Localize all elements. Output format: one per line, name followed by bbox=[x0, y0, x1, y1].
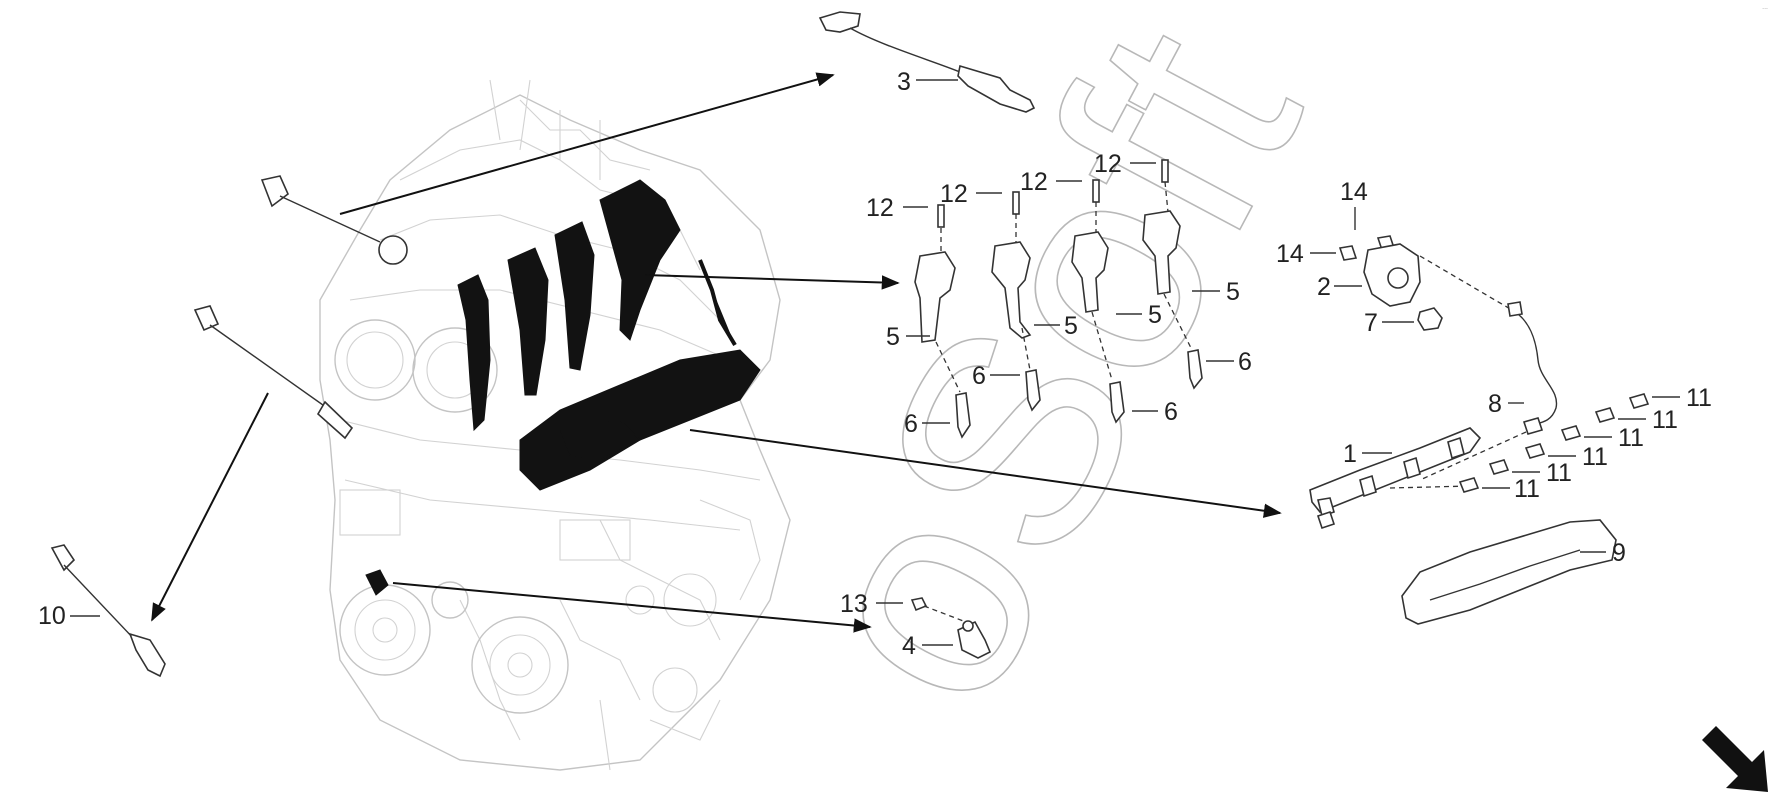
part-11-bolt-a bbox=[1628, 393, 1650, 409]
callout-14-a: 14 bbox=[1340, 178, 1368, 206]
part-13-bolt bbox=[910, 597, 967, 623]
document-code: ... bbox=[1762, 4, 1768, 11]
sensor-middle-left bbox=[193, 305, 354, 440]
ignition-coil-installed-2 bbox=[507, 247, 549, 396]
callout-6-a: 6 bbox=[904, 410, 918, 438]
callout-1: 1 bbox=[1343, 440, 1357, 468]
pointer-arrow-to-4 bbox=[392, 582, 872, 633]
part-6-spark-plug-c bbox=[1109, 381, 1125, 424]
part-11-bolt-d bbox=[1524, 443, 1546, 459]
part-11-bolt-e bbox=[1488, 459, 1510, 475]
pointer-arrow-to-coils bbox=[644, 274, 900, 290]
arrow-down-right-icon[interactable] bbox=[1702, 726, 1768, 792]
ignition-coil-installed-3 bbox=[554, 221, 595, 371]
part-5-ignition-coil-d bbox=[1142, 210, 1193, 351]
part-7-bushing bbox=[1417, 307, 1443, 331]
part-5-ignition-coil-a bbox=[914, 251, 961, 393]
ignition-coil-installed-4 bbox=[599, 179, 681, 341]
part-9-fuel-rail-cover bbox=[1401, 519, 1617, 625]
part-12-bolt-d bbox=[1161, 159, 1169, 213]
callout-5-a: 5 bbox=[886, 323, 900, 351]
callout-12-a: 12 bbox=[866, 194, 894, 222]
part-11-bolt-f bbox=[1458, 477, 1480, 493]
fuel-rail-installed bbox=[559, 419, 641, 461]
part-1-fuel-rail bbox=[1309, 427, 1482, 530]
part-2-high-pressure-fuel-pump bbox=[1363, 243, 1421, 307]
part-10-oxygen-sensor bbox=[50, 544, 166, 678]
ignition-coil-installed-1 bbox=[457, 274, 491, 432]
callout-10: 10 bbox=[38, 602, 66, 630]
callout-4: 4 bbox=[902, 632, 916, 660]
callout-6-b: 6 bbox=[972, 362, 986, 390]
callout-12-b: 12 bbox=[940, 180, 968, 208]
callout-14-b: 14 bbox=[1276, 240, 1304, 268]
callout-11-e: 11 bbox=[1546, 459, 1572, 487]
callout-9: 9 bbox=[1612, 539, 1626, 567]
part-5-ignition-coil-c bbox=[1071, 231, 1113, 381]
sensor-upper-left bbox=[260, 175, 408, 265]
part-8-fuel-line bbox=[1419, 255, 1558, 481]
fuel-rail-cover-installed bbox=[519, 349, 761, 491]
part-11-bolt-c bbox=[1560, 425, 1582, 441]
engine-assembly bbox=[319, 79, 791, 771]
part-5-ignition-coil-b bbox=[991, 241, 1032, 371]
pointer-arrow-to-fuel-rail bbox=[689, 429, 1282, 518]
callout-11-d: 11 bbox=[1582, 443, 1608, 471]
callout-11-b: 11 bbox=[1652, 406, 1678, 434]
engine-highlighted-parts bbox=[365, 179, 761, 596]
callout-11-a: 11 bbox=[1686, 384, 1712, 412]
callout-7: 7 bbox=[1364, 309, 1378, 337]
part-12-bolt-c bbox=[1092, 179, 1100, 232]
callout-5-c: 5 bbox=[1148, 301, 1162, 329]
part-12-bolt-a bbox=[937, 204, 945, 254]
part-4-crankshaft-sensor bbox=[957, 620, 992, 659]
callout-6-c: 6 bbox=[1164, 398, 1178, 426]
watermark: oSoft bbox=[737, 0, 1363, 754]
callout-8: 8 bbox=[1488, 390, 1502, 418]
crank-sensor-installed bbox=[365, 569, 389, 596]
callout-3: 3 bbox=[897, 68, 911, 96]
callout-13: 13 bbox=[840, 590, 868, 618]
callout-2: 2 bbox=[1317, 273, 1331, 301]
part-6-spark-plug-b bbox=[1025, 369, 1041, 412]
part-3-oxygen-sensor bbox=[818, 11, 1036, 113]
harness-installed bbox=[698, 259, 737, 347]
callout-5-d: 5 bbox=[1226, 278, 1240, 306]
pointer-arrow-to-3 bbox=[339, 72, 835, 215]
part-14-clip-side bbox=[1338, 245, 1358, 261]
callout-5-b: 5 bbox=[1064, 312, 1078, 340]
callout-12-c: 12 bbox=[1020, 168, 1048, 196]
callout-6-d: 6 bbox=[1238, 348, 1252, 376]
part-11-bolt-b bbox=[1594, 407, 1616, 423]
part-12-bolt-b bbox=[1012, 191, 1020, 242]
part-6-spark-plug-a bbox=[955, 392, 971, 439]
callout-11-f: 11 bbox=[1514, 475, 1540, 503]
pointer-arrow-to-10 bbox=[151, 392, 269, 622]
callout-11-c: 11 bbox=[1618, 424, 1644, 452]
part-6-spark-plug-d bbox=[1187, 349, 1203, 390]
callout-12-d: 12 bbox=[1094, 150, 1122, 178]
